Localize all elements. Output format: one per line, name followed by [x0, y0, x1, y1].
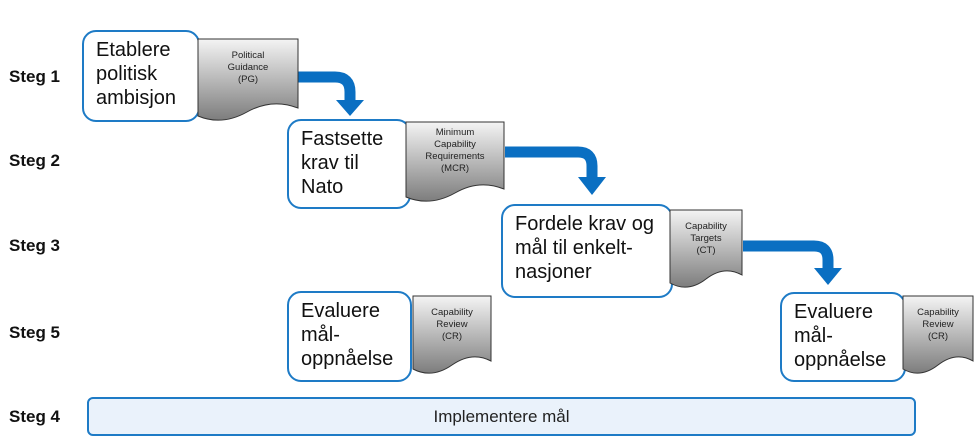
arrow-step1-to-step2	[298, 71, 356, 103]
process-distribute-targets: Fordele krav og mål til enkelt- nasjoner	[501, 204, 673, 298]
arrowhead-2	[578, 177, 606, 195]
process-establish-political-ambition: Etablere politisk ambisjon	[82, 30, 200, 122]
document-label: Capability Targets (CT)	[685, 221, 727, 256]
arrow-step3-to-step5	[743, 240, 834, 270]
process-set-requirements: Fastsette krav til Nato	[287, 119, 411, 209]
document-capability-review-2: Capability Review (CR)	[902, 295, 974, 380]
arrowhead-3	[814, 268, 842, 285]
document-minimum-capability-requirements: Minimum Capability Requirements (MCR)	[405, 121, 505, 209]
document-label: Capability Review (CR)	[431, 307, 473, 342]
step-label-4: Steg 4	[9, 407, 61, 426]
arrow-step2-to-step3	[505, 146, 598, 180]
step-label-5: Steg 5	[9, 323, 61, 342]
arrowhead-1	[336, 100, 364, 116]
step-label-2: Steg 2	[9, 151, 61, 170]
implementation-bar: Implementere mål	[87, 397, 916, 436]
step-label-1: Steg 1	[9, 67, 61, 86]
process-evaluate-achievement: Evaluere mål- oppnåelse	[287, 291, 412, 382]
document-political-guidance: Political Guidance (PG)	[197, 38, 299, 126]
document-capability-targets: Capability Targets (CT)	[669, 209, 743, 295]
document-label: Minimum Capability Requirements (MCR)	[425, 127, 485, 174]
document-label: Capability Review (CR)	[917, 307, 959, 342]
document-label: Political Guidance (PG)	[227, 50, 269, 85]
process-evaluate-achievement-2: Evaluere mål- oppnåelse	[780, 292, 906, 382]
document-capability-review: Capability Review (CR)	[412, 295, 492, 380]
step-label-3: Steg 3	[9, 236, 61, 255]
